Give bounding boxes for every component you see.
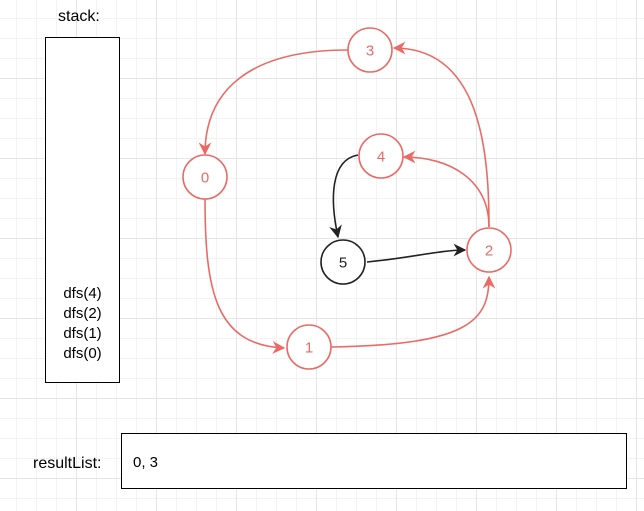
graph-node-1: 1 — [286, 324, 332, 370]
graph-node-label: 2 — [485, 243, 493, 260]
result-list-box: 0, 3 — [121, 433, 627, 489]
result-list-label: resultList: — [33, 455, 102, 472]
stack-items: dfs(4) dfs(2) dfs(1) dfs(0) — [46, 284, 119, 364]
graph-node-label: 3 — [366, 43, 374, 60]
stack-box: dfs(4) dfs(2) dfs(1) dfs(0) — [45, 37, 120, 383]
graph-node-label: 1 — [305, 340, 313, 357]
edge-4-5 — [329, 154, 359, 239]
graph-node-label: 4 — [377, 149, 385, 166]
result-list-value: 0, 3 — [133, 454, 159, 471]
stack-item-dfs-1: dfs(1) — [63, 325, 102, 342]
graph-node-label: 0 — [201, 170, 209, 187]
graph-node-2: 2 — [466, 227, 512, 273]
stack-item-dfs-4: dfs(4) — [63, 285, 102, 302]
stack-item-dfs-2: dfs(2) — [63, 305, 102, 322]
edge-1-2 — [330, 275, 496, 348]
edge-5-2 — [366, 243, 467, 263]
graph-node-4: 4 — [358, 133, 404, 179]
graph-node-3: 3 — [347, 27, 393, 73]
edge-0-1 — [204, 197, 286, 354]
edge-3-0 — [198, 49, 349, 156]
graph-node-5: 5 — [320, 239, 366, 285]
stack-label: stack: — [58, 8, 100, 25]
edge-2-4 — [402, 150, 490, 228]
stack-item-dfs-0: dfs(0) — [63, 345, 102, 362]
edge-2-3 — [392, 41, 490, 228]
graph-node-0: 0 — [182, 154, 228, 200]
graph-node-label: 5 — [339, 255, 347, 272]
